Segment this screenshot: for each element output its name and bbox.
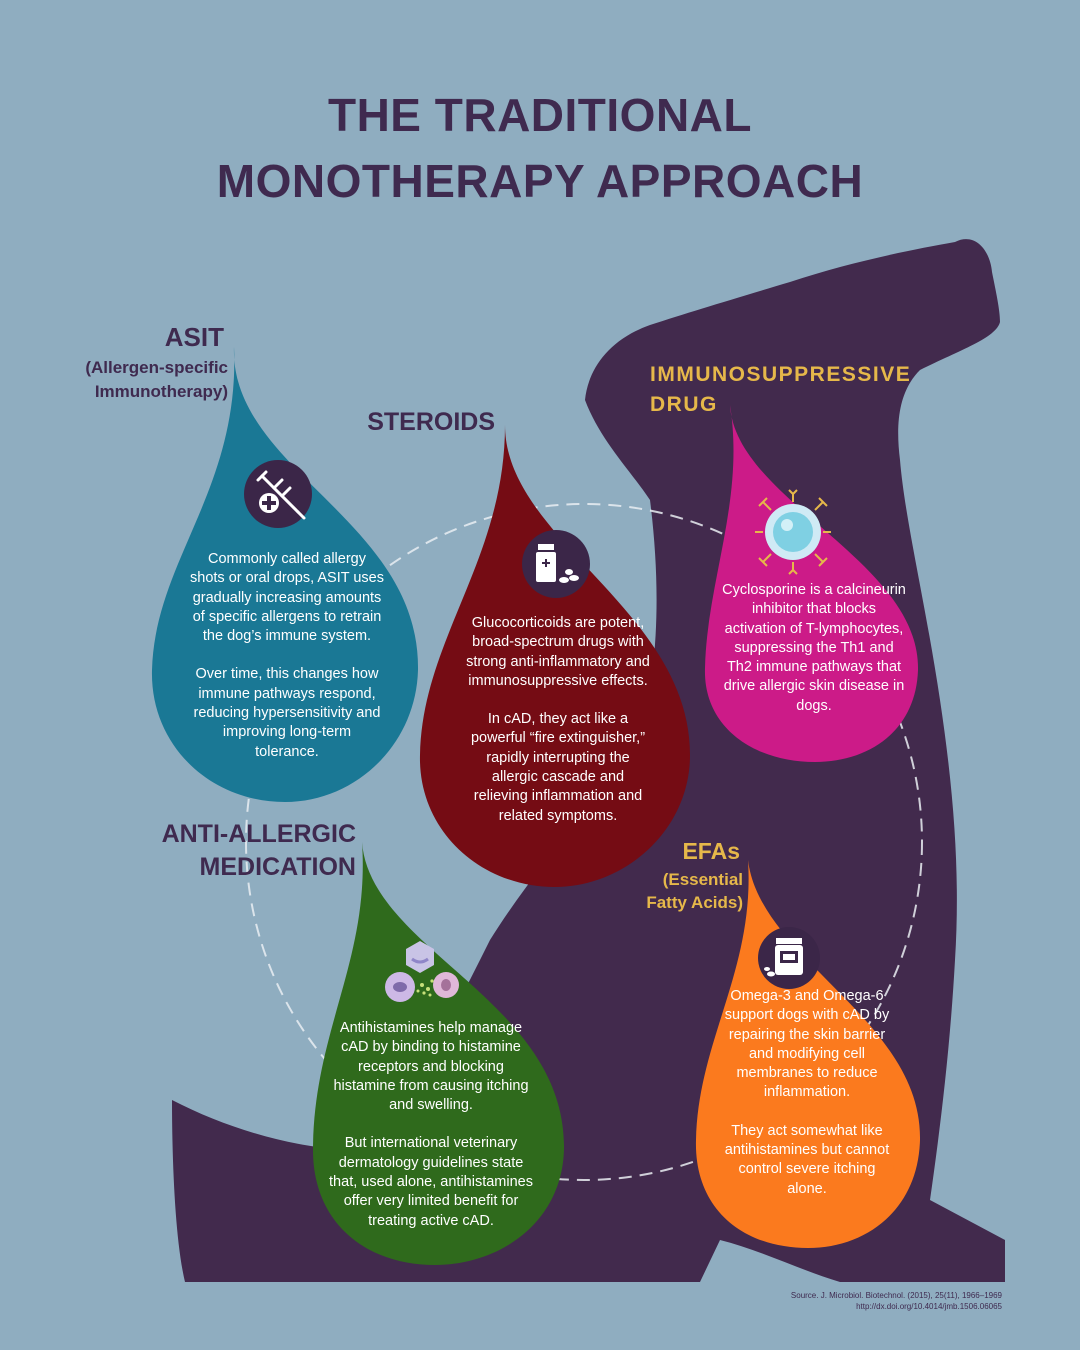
syringe-icon <box>244 460 312 528</box>
antiallergic-description: Antihistamines help manage cAD by bindin… <box>329 1020 533 1229</box>
steroids-drop <box>419 425 690 887</box>
medicine-bottle-icon <box>522 530 590 598</box>
supplement-jar-icon <box>758 927 820 989</box>
steroids-heading: STEROIDS <box>367 408 495 436</box>
immune-cell-icon <box>755 489 831 575</box>
efas-drop <box>695 860 921 1248</box>
asit-heading: ASIT <box>164 322 224 352</box>
efas-description: Omega-3 and Omega-6 support dogs with cA… <box>724 988 890 1197</box>
source-citation: Source. J. Microbiol. Biotechnol. (2015)… <box>790 1291 1002 1311</box>
histamine-cells-icon <box>385 941 459 1002</box>
asit-drop <box>151 347 419 802</box>
asit-description: Commonly called allergy shots or oral dr… <box>190 551 384 760</box>
title-line-2: MONOTHERAPY APPROACH <box>216 155 864 207</box>
immunosuppressive-heading: IMMUNOSUPPRESSIVE DRUG <box>650 363 912 416</box>
immunosuppressive-description: Cyclosporine is a calcineurin inhibitor … <box>722 582 906 714</box>
efas-heading: EFAs <box>682 838 740 864</box>
title-line-1: THE TRADITIONAL <box>327 89 752 141</box>
efas-subheading: (Essential Fatty Acids) <box>646 870 743 912</box>
immunosuppressive-drop <box>704 405 919 762</box>
asit-subheading: (Allergen-specific Immunotherapy) <box>85 358 228 401</box>
antiallergic-heading: ANTI-ALLERGIC MEDICATION <box>161 820 356 881</box>
antiallergic-drop <box>312 842 565 1265</box>
dashed-cycle-circle <box>245 503 923 1181</box>
steroids-description: Glucocorticoids are potent, broad-spectr… <box>466 615 650 824</box>
